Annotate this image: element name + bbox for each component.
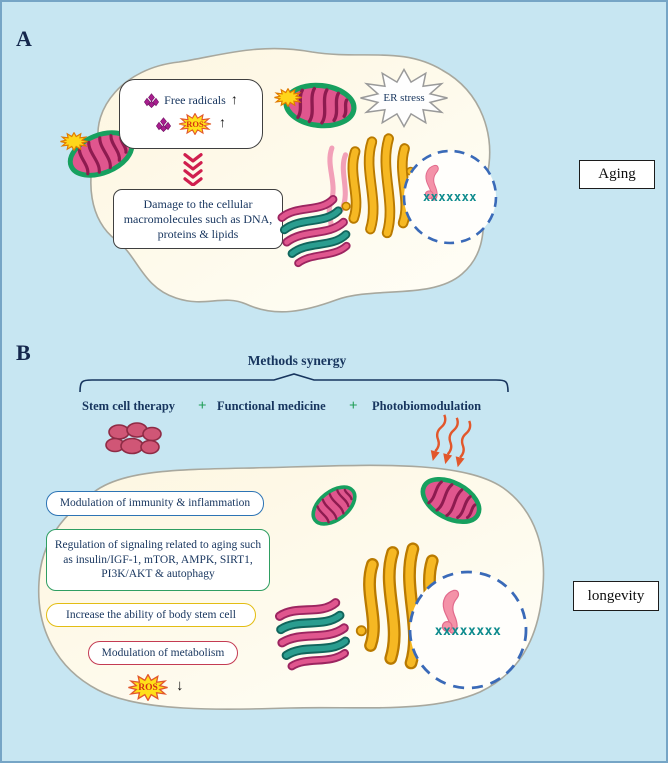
longevity-label: longevity xyxy=(587,587,645,604)
chevron-down-arrows-icon xyxy=(183,152,203,186)
increase-arrow: ↑ xyxy=(230,92,238,108)
plus-sign: + xyxy=(349,398,358,414)
dna-text: xxxxxxx xyxy=(422,190,478,204)
panel-a-label: A xyxy=(16,26,32,51)
methods-synergy-title: Methods synergy xyxy=(247,353,347,368)
ros-row: ROS ↑ xyxy=(156,113,226,135)
ros-label: ROS xyxy=(186,119,204,129)
free-radicals-icon xyxy=(144,93,159,108)
effect-box-immunity: Modulation of immunity & inflammation xyxy=(46,491,264,516)
synergy-bracket-icon xyxy=(79,373,509,393)
panel-b-label: B xyxy=(16,340,31,365)
method-functional-medicine: Functional medicine xyxy=(217,399,326,413)
stem-cells-icon xyxy=(105,421,165,457)
nucleus-icon: xxxxxxxx xyxy=(406,568,530,692)
effect-box-stem-cell: Increase the ability of body stem cell xyxy=(46,603,256,627)
nuclear-envelope-icon xyxy=(408,570,528,690)
nucleus-icon: xxxxxxx xyxy=(400,147,500,247)
increase-arrow: ↑ xyxy=(219,116,226,131)
effect-box-signaling: Regulation of signaling related to aging… xyxy=(46,529,270,591)
free-radicals-label: Free radicals xyxy=(164,93,226,107)
ros-starburst-icon: ROS xyxy=(176,113,214,135)
aging-label-box: Aging xyxy=(579,160,655,189)
damage-starburst-icon xyxy=(60,132,88,151)
plus-sign: + xyxy=(198,398,207,414)
method-photobiomodulation: Photobiomodulation xyxy=(372,399,482,413)
free-radicals-icon xyxy=(156,117,171,132)
damage-starburst-icon xyxy=(274,88,302,107)
free-radicals-row: Free radicals ↑ xyxy=(144,93,238,108)
longevity-label-box: longevity xyxy=(573,581,659,611)
free-radicals-box: Free radicals ↑ ROS ↑ xyxy=(119,79,263,149)
decrease-arrow: ↓ xyxy=(176,678,184,694)
er-stress-starburst: ER stress xyxy=(357,68,451,128)
effect-box-metabolism: Modulation of metabolism xyxy=(88,641,238,665)
er-stress-label: ER stress xyxy=(383,92,425,104)
ros-starburst-icon: ROS xyxy=(125,674,171,701)
method-stem-cell-therapy: Stem cell therapy xyxy=(82,399,176,413)
aging-label: Aging xyxy=(598,166,636,182)
ros-label: ROS xyxy=(138,682,158,693)
dna-text: xxxxxxxx xyxy=(434,624,502,639)
damage-box: Damage to the cellular macromolecules su… xyxy=(113,189,283,249)
